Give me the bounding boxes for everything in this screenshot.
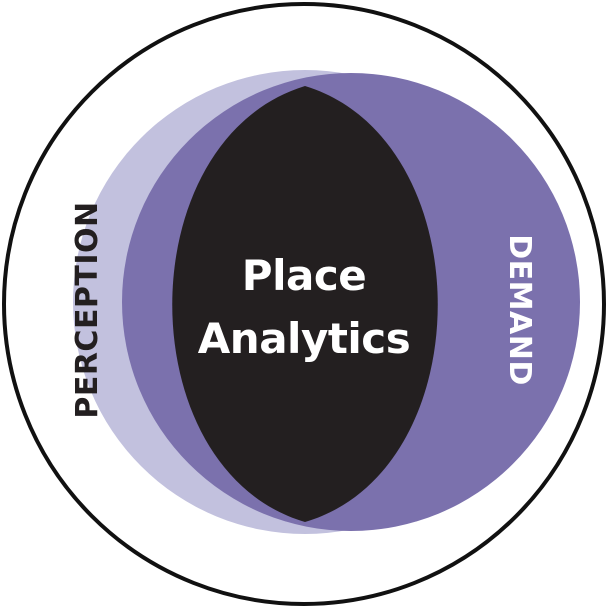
intersection-lens <box>172 86 438 522</box>
center-label-place: Place <box>242 251 366 300</box>
demand-label: DEMAND <box>502 234 537 385</box>
center-label-analytics: Analytics <box>198 314 410 363</box>
perception-label: PERCEPTION <box>70 201 105 418</box>
